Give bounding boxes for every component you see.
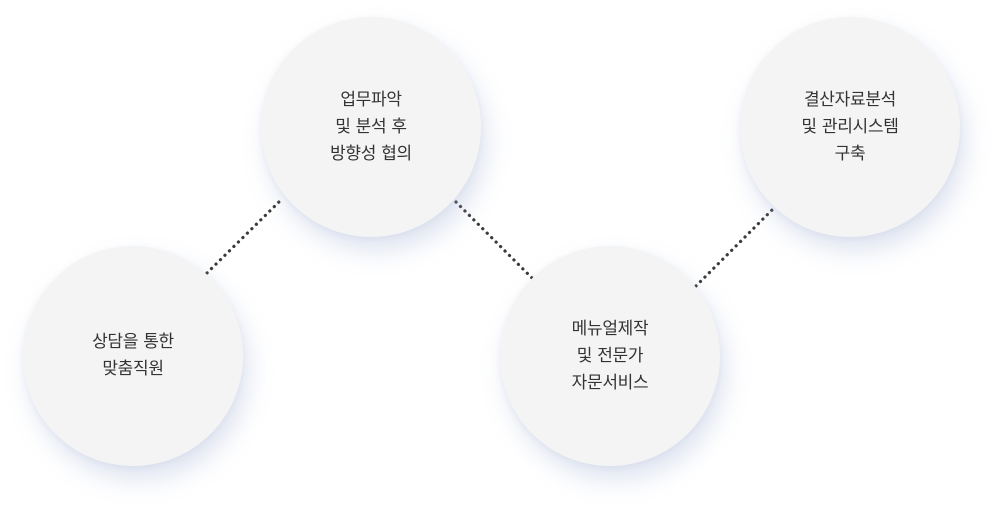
step-node-1: 상담을 통한 맞춤직원 bbox=[23, 246, 243, 466]
step-2-line-3: 방향성 협의 bbox=[330, 143, 412, 164]
connector-1-2 bbox=[205, 196, 285, 275]
step-label-4: 결산자료분석 및 관리시스템 구축 bbox=[801, 87, 898, 168]
step-3-line-1: 메뉴얼제작 bbox=[571, 318, 649, 339]
step-3-line-3: 자문서비스 bbox=[571, 372, 649, 393]
step-node-2: 업무파악 및 분석 후 방향성 협의 bbox=[261, 17, 481, 237]
step-label-1: 상담을 통한 맞춤직원 bbox=[92, 329, 174, 383]
connector-2-3 bbox=[454, 200, 534, 280]
step-1-line-2: 맞춤직원 bbox=[102, 359, 164, 379]
step-node-3: 메뉴얼제작 및 전문가 자문서비스 bbox=[500, 246, 720, 466]
step-1-line-1: 상담을 통한 bbox=[92, 332, 174, 352]
step-4-line-2: 및 관리시스템 bbox=[801, 116, 899, 137]
step-label-2: 업무파악 및 분석 후 방향성 협의 bbox=[330, 87, 412, 168]
step-2-line-1: 업무파악 bbox=[340, 89, 402, 110]
connector-3-4 bbox=[694, 208, 774, 288]
step-3-line-2: 및 전문가 bbox=[576, 345, 644, 366]
step-2-line-2: 및 분석 후 bbox=[335, 116, 407, 137]
step-label-3: 메뉴얼제작 및 전문가 자문서비스 bbox=[572, 316, 649, 397]
step-4-line-3: 구축 bbox=[834, 143, 866, 164]
step-node-4: 결산자료분석 및 관리시스템 구축 bbox=[740, 17, 960, 237]
step-4-line-1: 결산자료분석 bbox=[803, 89, 897, 110]
